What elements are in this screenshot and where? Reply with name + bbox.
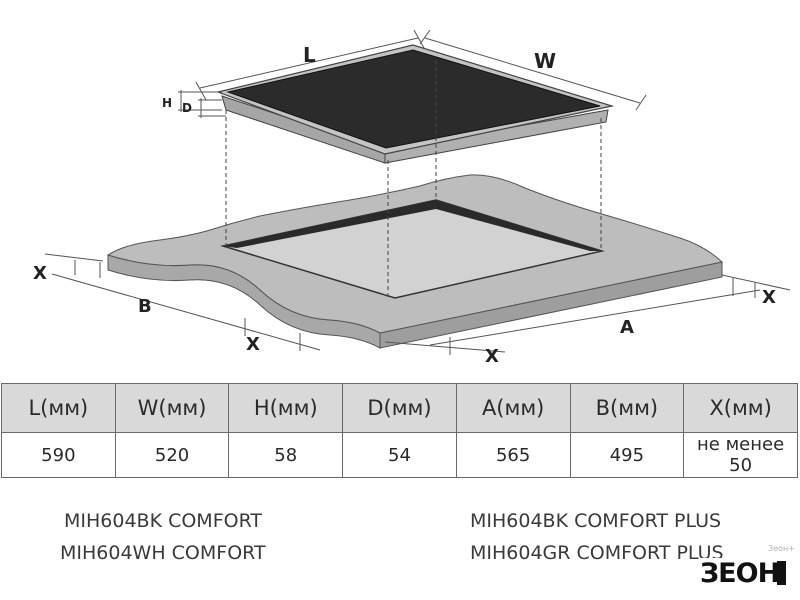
hob-glass-top	[226, 49, 601, 149]
header-W: W(мм)	[114, 383, 230, 433]
logo-small-text: Зеон+	[768, 544, 795, 553]
label-D: D	[182, 101, 192, 115]
hob	[215, 44, 615, 164]
hob-right-side	[384, 109, 609, 164]
value-A: 565	[455, 432, 571, 478]
header-H: H(мм)	[228, 383, 344, 433]
label-B: B	[138, 296, 152, 317]
dimension-lines	[44, 29, 791, 355]
value-H: 58	[228, 432, 344, 478]
logo-text: ЗЕОН	[700, 558, 780, 589]
dimension-diagram: L W H D X B X X A X	[33, 29, 791, 367]
label-A: A	[620, 317, 634, 338]
label-W: W	[534, 49, 556, 73]
logo-side-mark	[777, 561, 786, 585]
header-X: X(мм)	[683, 383, 798, 433]
countertop	[106, 174, 724, 349]
label-X-right: X	[762, 287, 776, 308]
model-name: MIH604BK COMFORT	[64, 510, 263, 532]
label-L: L	[303, 43, 316, 67]
header-D: D(мм)	[342, 383, 457, 433]
dimension-labels: L W H D X B X X A X	[33, 43, 776, 367]
value-B: 495	[569, 432, 685, 478]
header-L: L(мм)	[1, 383, 116, 433]
value-D: 54	[342, 432, 457, 478]
model-name: MIH604BK COMFORT PLUS	[470, 510, 722, 532]
model-name: MIH604WH COMFORT	[60, 542, 266, 564]
cutout-hole-inner-wall	[223, 200, 602, 251]
table-row: 590 520 58 54 565 495 не менее 50	[1, 432, 798, 478]
model-name: MIH604GR COMFORT PLUS	[470, 542, 724, 564]
value-W: 520	[114, 432, 230, 478]
label-X-left-top: X	[33, 263, 47, 284]
value-X: не менее 50	[683, 432, 798, 478]
projection-lines	[225, 60, 602, 298]
header-A: A(мм)	[455, 383, 571, 433]
dimension-table: L(мм) W(мм) H(мм) D(мм) A(мм) B(мм) X(мм…	[1, 383, 798, 478]
brand-logo: Зеон+ ЗЕОН	[700, 544, 795, 594]
table-header-row: L(мм) W(мм) H(мм) D(мм) A(мм) B(мм) X(мм…	[1, 383, 798, 433]
label-X-bottom-mid: X	[485, 346, 499, 367]
label-H: H	[162, 96, 172, 110]
header-B: B(мм)	[569, 383, 685, 433]
value-L: 590	[1, 432, 116, 478]
label-X-left-bottom: X	[246, 334, 260, 355]
